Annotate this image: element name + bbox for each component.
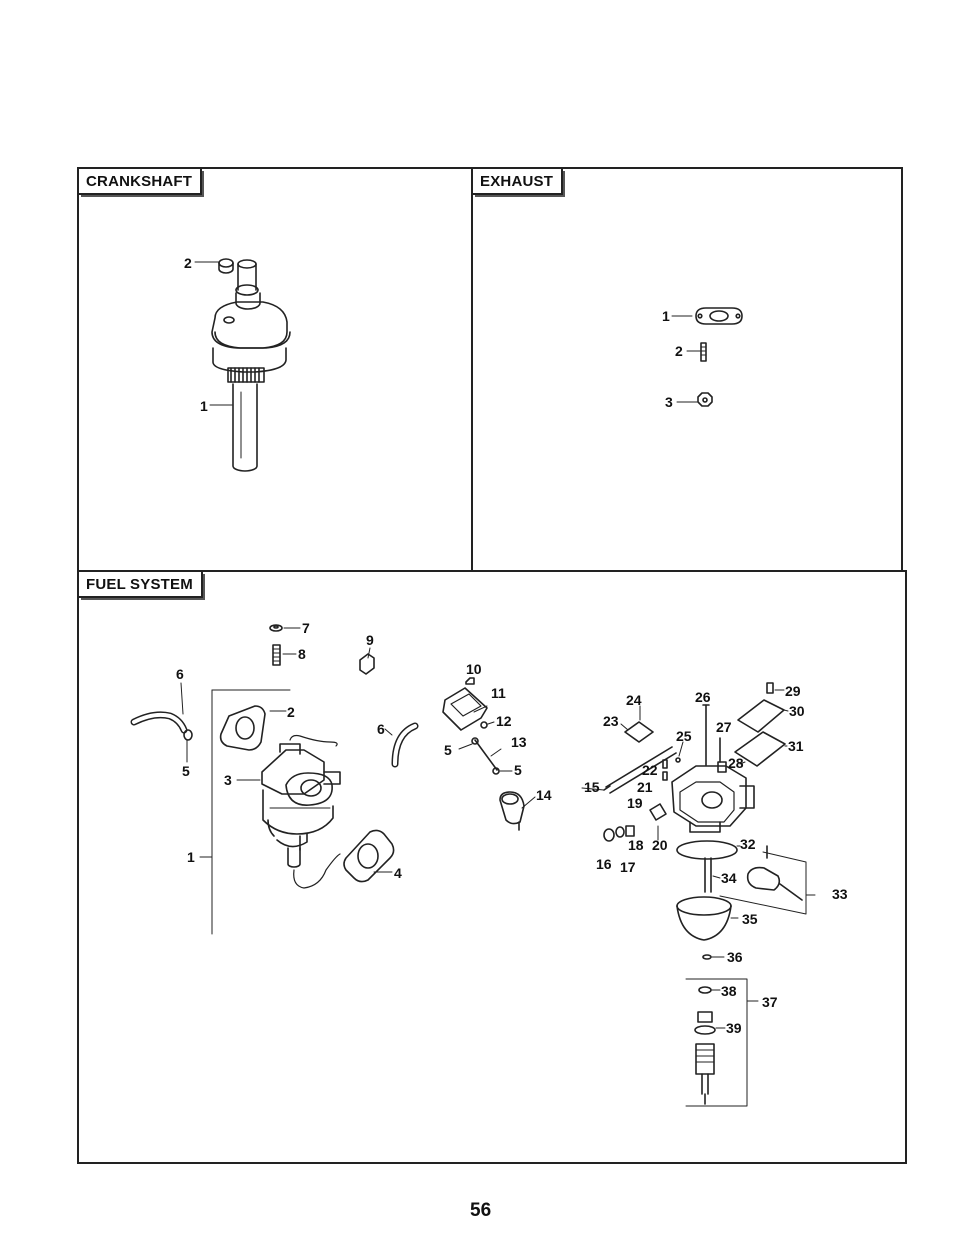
fuel-callout-15: 15 xyxy=(584,780,600,794)
fuel-callout-2: 2 xyxy=(287,705,295,719)
fuel-callout-6a: 6 xyxy=(176,667,184,681)
fuel-callout-23: 23 xyxy=(603,714,619,728)
fuel-callout-35: 35 xyxy=(742,912,758,926)
fuel-callout-8: 8 xyxy=(298,647,306,661)
fuel-callout-10: 10 xyxy=(466,662,482,676)
fuel-callout-5b: 5 xyxy=(444,743,452,757)
fuel-callout-20: 20 xyxy=(652,838,668,852)
fuel-callout-16: 16 xyxy=(596,857,612,871)
fuel-callout-31: 31 xyxy=(788,739,804,753)
exhaust-callout-3: 3 xyxy=(665,395,673,409)
fuel-callout-36: 36 xyxy=(727,950,743,964)
fuel-callout-29: 29 xyxy=(785,684,801,698)
page-number: 56 xyxy=(470,1200,491,1222)
crankshaft-callout-1: 1 xyxy=(200,399,208,413)
fuel-callout-18: 18 xyxy=(628,838,644,852)
fuel-callout-4: 4 xyxy=(394,866,402,880)
fuel-callout-27: 27 xyxy=(716,720,732,734)
fuel-callout-9: 9 xyxy=(366,633,374,647)
exhaust-callout-1: 1 xyxy=(662,309,670,323)
fuel-callout-5c: 5 xyxy=(514,763,522,777)
fuel-callout-6b: 6 xyxy=(377,722,385,736)
crankshaft-callout-2: 2 xyxy=(184,256,192,270)
fuel-callout-21: 21 xyxy=(637,780,653,794)
fuel-callout-22: 22 xyxy=(642,763,658,777)
fuel-callout-13: 13 xyxy=(511,735,527,749)
fuel-callout-28: 28 xyxy=(728,756,744,770)
fuel-callout-26: 26 xyxy=(695,690,711,704)
fuel-callout-5a: 5 xyxy=(182,764,190,778)
fuel-callout-25: 25 xyxy=(676,729,692,743)
fuel-callout-3: 3 xyxy=(224,773,232,787)
fuel-callout-19: 19 xyxy=(627,796,643,810)
fuel-callout-34: 34 xyxy=(721,871,737,885)
fuel-callout-11: 11 xyxy=(491,686,506,700)
fuel-callout-32: 32 xyxy=(740,837,756,851)
fuel-callout-7: 7 xyxy=(302,621,310,635)
fuel-callout-38: 38 xyxy=(721,984,737,998)
fuel-left-drawing xyxy=(134,683,394,934)
fuel-right-drawing xyxy=(582,683,815,1106)
exhaust-callout-2: 2 xyxy=(675,344,683,358)
fuel-callout-30: 30 xyxy=(789,704,805,718)
fuel-callout-24: 24 xyxy=(626,693,642,707)
fuel-callout-14: 14 xyxy=(536,788,552,802)
fuel-callout-39: 39 xyxy=(726,1021,742,1035)
fuel-callout-17: 17 xyxy=(620,860,636,874)
fuel-callout-1: 1 xyxy=(187,850,195,864)
fuel-callout-37: 37 xyxy=(762,995,778,1009)
crankshaft-drawing xyxy=(195,259,290,471)
fuel-callout-33: 33 xyxy=(832,887,848,901)
fuel-callout-12: 12 xyxy=(496,714,512,728)
